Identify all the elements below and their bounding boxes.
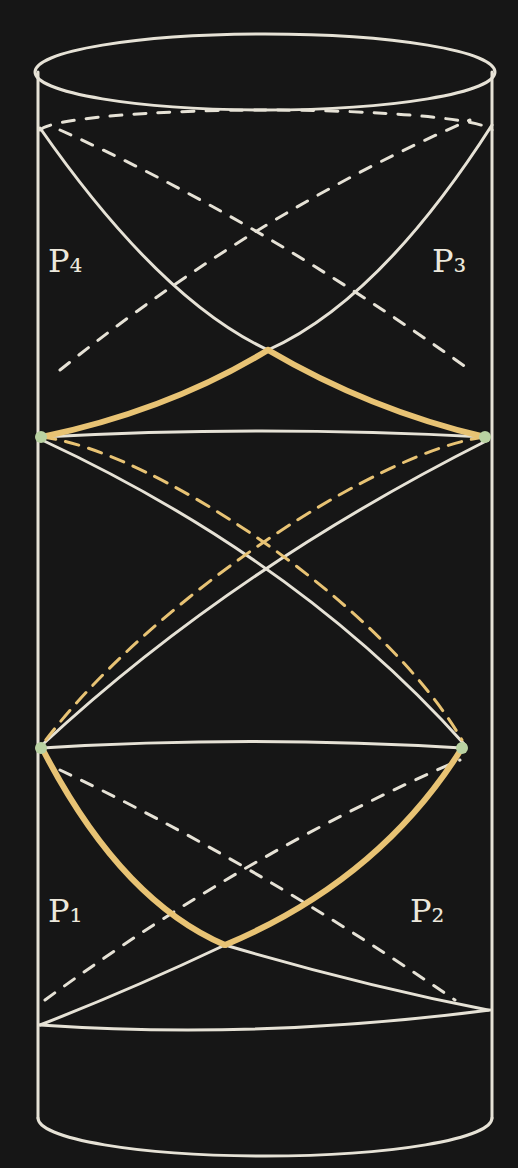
point-label: P₃: [432, 245, 466, 277]
point-label: P₁: [48, 895, 82, 927]
point-label: P₂: [410, 895, 444, 927]
point-label: P₄: [48, 245, 82, 277]
